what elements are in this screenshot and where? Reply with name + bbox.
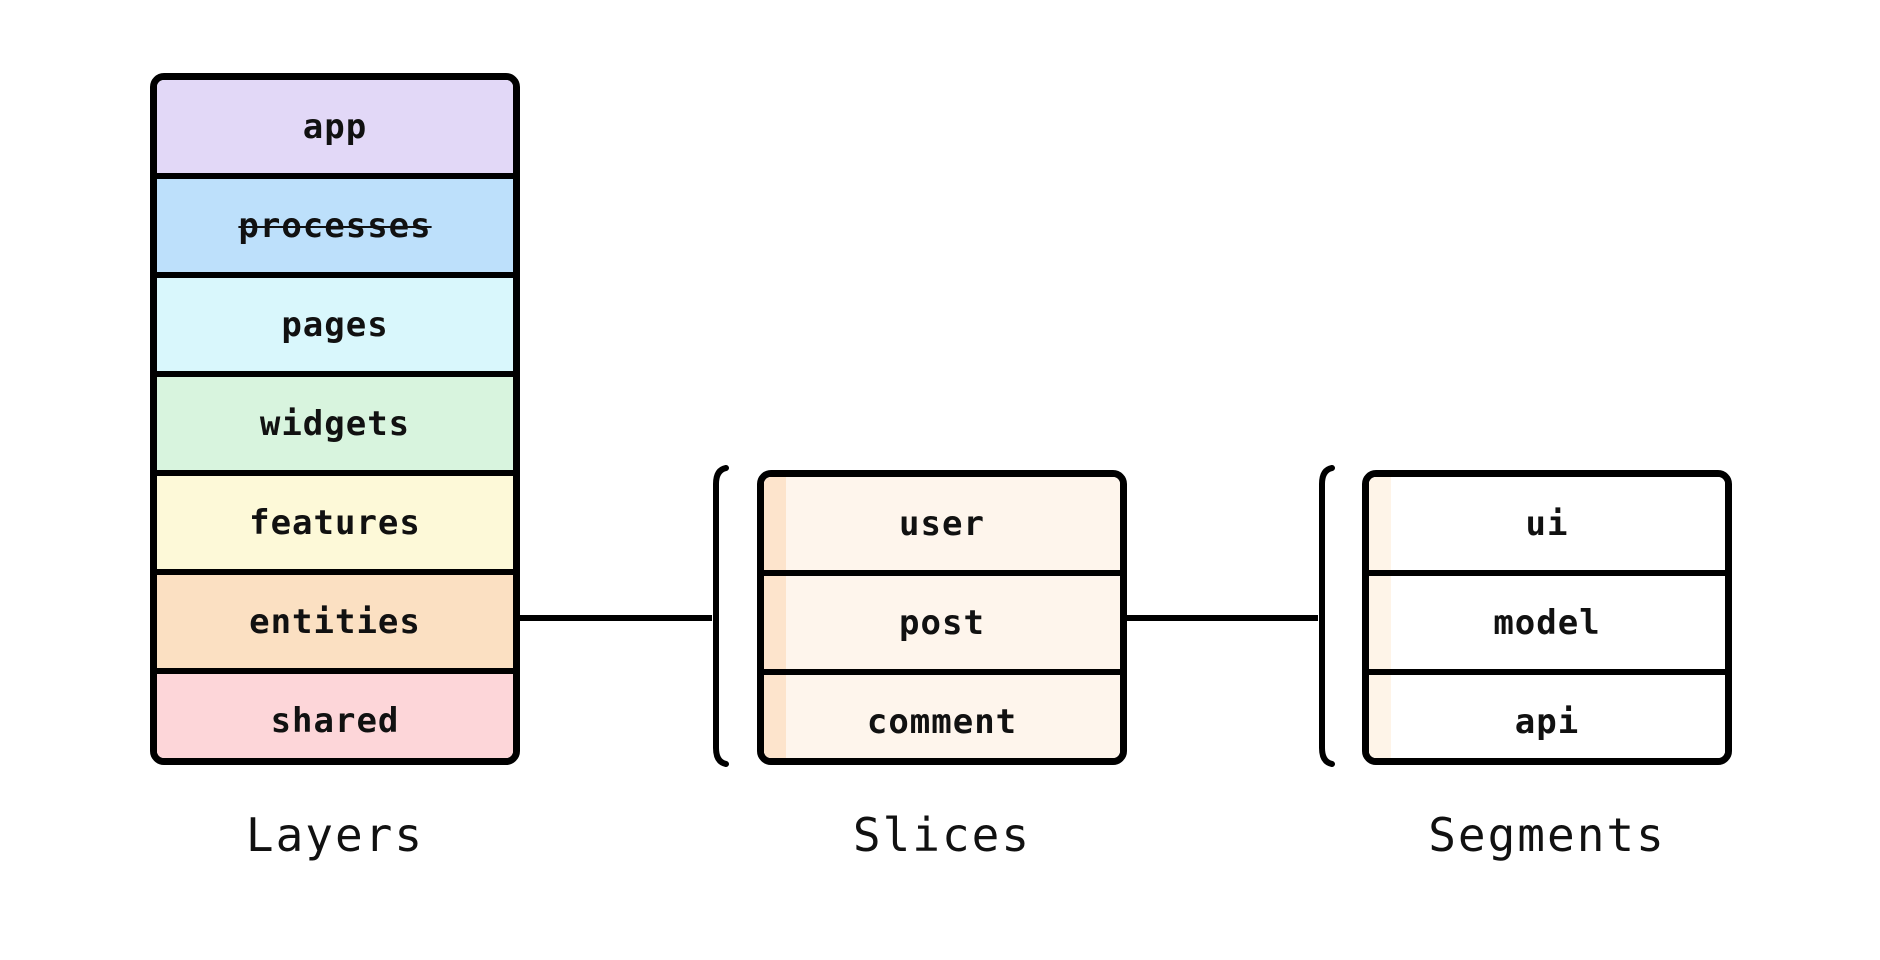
layer-processes: processes: [157, 173, 513, 272]
segment-ui: ui: [1369, 477, 1725, 570]
slices-caption: Slices: [852, 808, 1032, 862]
bracket-segments: [1319, 465, 1335, 767]
layer-widgets: widgets: [157, 371, 513, 470]
segment-strip: [1369, 477, 1391, 570]
slice-label: post: [899, 602, 985, 643]
layer-shared: shared: [157, 668, 513, 758]
layer-label: widgets: [259, 403, 411, 444]
layer-features: features: [157, 470, 513, 569]
slice-comment: comment: [764, 669, 1120, 758]
slice-label: comment: [866, 701, 1018, 742]
layers-caption: Layers: [245, 808, 425, 862]
slice-strip: [764, 576, 786, 669]
slice-post: post: [764, 570, 1120, 669]
layer-pages: pages: [157, 272, 513, 371]
segment-label: ui: [1525, 503, 1569, 544]
layers-stack: app processes pages widgets features ent…: [150, 73, 520, 765]
layer-label: processes: [238, 205, 432, 246]
segments-stack: ui model api: [1362, 470, 1732, 765]
segment-strip: [1369, 576, 1391, 669]
slice-label: user: [899, 503, 985, 544]
layer-entities: entities: [157, 569, 513, 668]
segment-strip: [1369, 675, 1391, 758]
segment-model: model: [1369, 570, 1725, 669]
segments-caption: Segments: [1428, 808, 1666, 862]
bracket-slices: [713, 465, 729, 767]
layer-app: app: [157, 80, 513, 173]
segment-label: api: [1514, 701, 1580, 742]
layer-label: app: [302, 106, 368, 147]
layer-label: features: [249, 502, 421, 543]
slice-user: user: [764, 477, 1120, 570]
slice-strip: [764, 675, 786, 758]
layer-label: entities: [249, 601, 421, 642]
slice-strip: [764, 477, 786, 570]
segment-label: model: [1493, 602, 1601, 643]
slices-stack: user post comment: [757, 470, 1127, 765]
layer-label: pages: [281, 304, 389, 345]
segment-api: api: [1369, 669, 1725, 758]
layer-label: shared: [270, 700, 400, 741]
